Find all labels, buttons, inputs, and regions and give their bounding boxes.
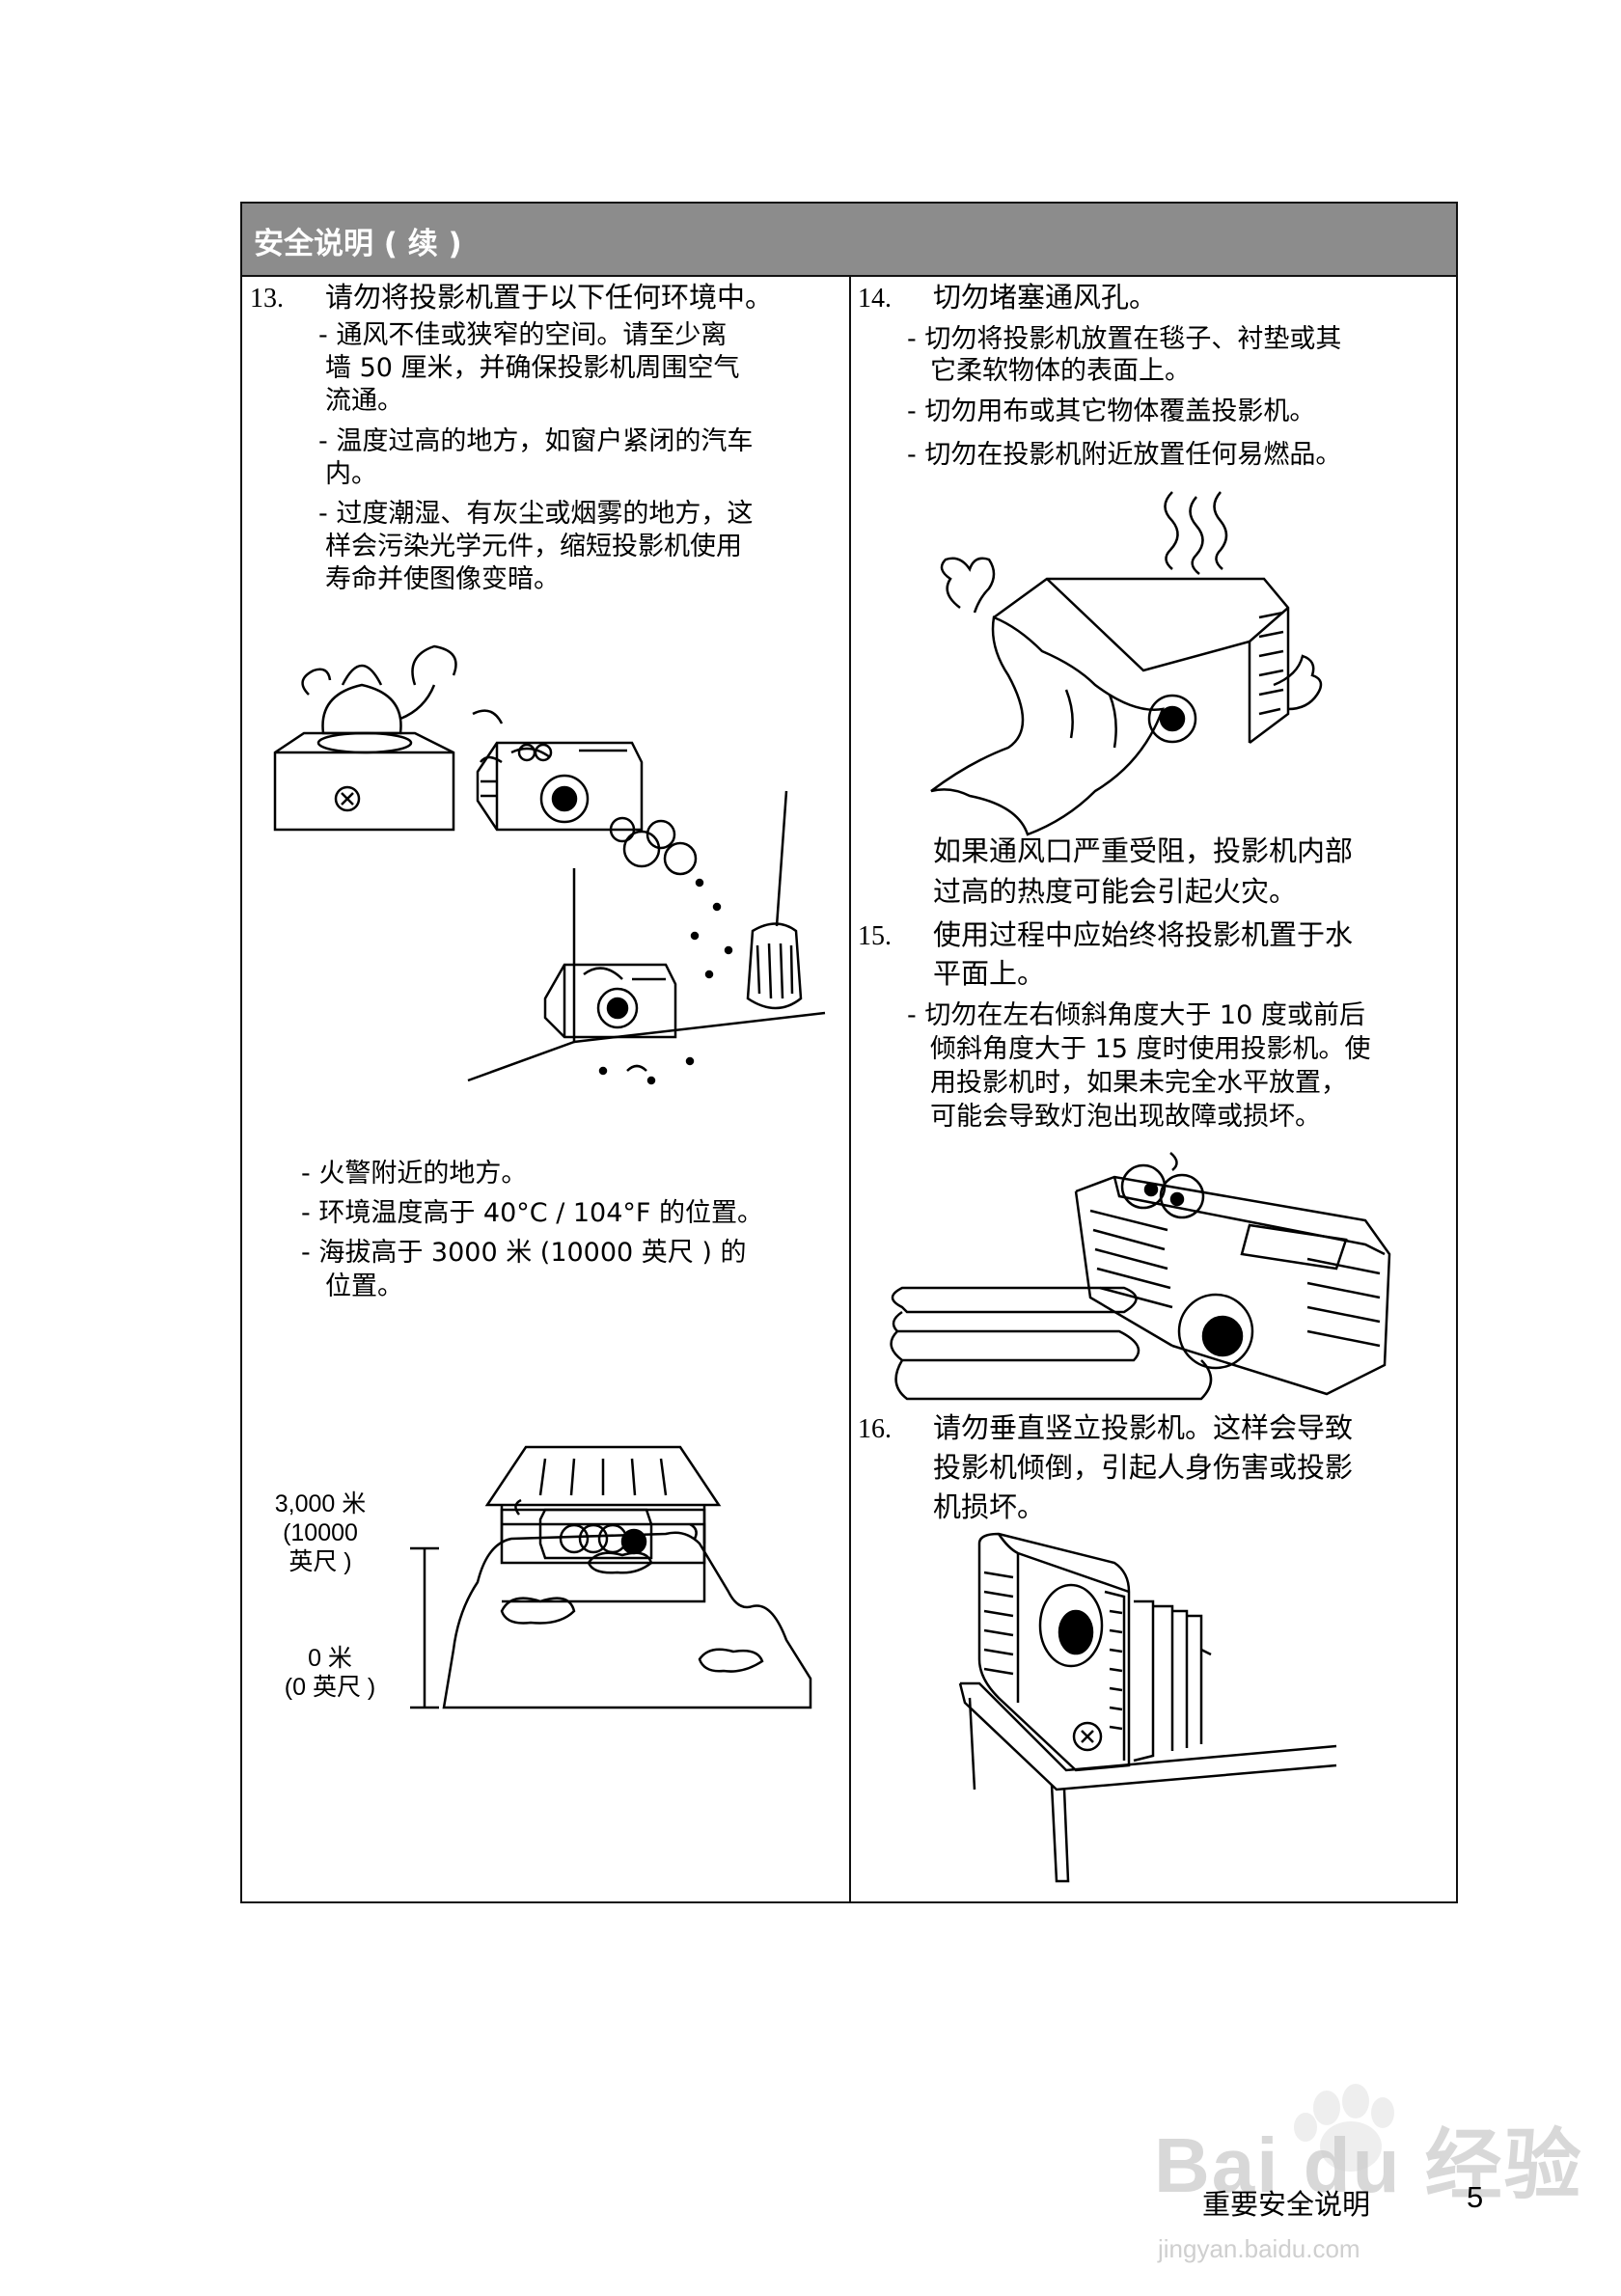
item-14-bullet-3: - 切勿在投影机附近放置任何易燃品。 <box>907 440 1342 470</box>
item-13-bullet-2-line-2: 内。 <box>325 459 377 489</box>
item-13-bullet-5: - 环境温度高于 40°C / 104°F 的位置。 <box>301 1198 764 1228</box>
vertical-projector-illustration <box>960 1534 1346 1891</box>
covered-projector-illustration <box>931 482 1317 834</box>
item-13-bullet-6-line-1: - 海拔高于 3000 米 (10000 英尺 ) 的 <box>301 1238 747 1268</box>
item-13-bullet-1-line-2: 墙 50 厘米，并确保投影机周围空气 <box>325 353 740 383</box>
item-13-bullet-2-line-1: - 温度过高的地方，如窗户紧闭的汽车 <box>318 426 754 456</box>
item-13-bullet-4: - 火警附近的地方。 <box>301 1159 528 1189</box>
item-14-bullet-1-line-1: - 切勿将投影机放置在毯子、衬垫或其 <box>907 324 1342 354</box>
item-15-bullet-line-3: 用投影机时，如果未完全水平放置， <box>930 1068 1347 1098</box>
item-16-title-line-2: 投影机倾倒，引起人身伤害或投影 <box>933 1451 1354 1484</box>
item-14-bullet-2: - 切勿用布或其它物体覆盖投影机。 <box>907 396 1316 426</box>
item-14-title: 切勿堵塞通风孔。 <box>933 281 1158 314</box>
altitude-low-label-line-2: (0 英尺 ) <box>284 1674 376 1701</box>
item-14-number: 14. <box>858 284 892 314</box>
item-14-bullet-1-line-2: 它柔软物体的表面上。 <box>930 356 1191 386</box>
item-13-bullet-3-line-3: 寿命并使图像变暗。 <box>325 564 560 594</box>
altitude-high-label-line-1: 3,000 米 <box>274 1490 367 1517</box>
item-13-bullet-3-line-2: 样会污染光学元件，缩短投影机使用 <box>325 532 742 561</box>
item-13-bullet-1-line-3: 流通。 <box>325 386 403 416</box>
baidu-watermark: Bai du 经验 <box>1154 2122 1583 2208</box>
item-16-title-line-3: 机损坏。 <box>933 1490 1046 1523</box>
item-13-bullet-3-line-1: - 过度潮湿、有灰尘或烟雾的地方，这 <box>318 499 754 529</box>
item-13-bullet-1-line-1: - 通风不佳或狭窄的空间。请至少离 <box>318 320 728 350</box>
paw-logo-icon <box>1294 2084 1394 2172</box>
item-15-bullet-line-1: - 切勿在左右倾斜角度大于 10 度或前后 <box>907 1000 1365 1030</box>
altitude-mountain-illustration <box>405 1370 820 1717</box>
altitude-high-label-line-2: (10000 <box>283 1519 358 1546</box>
item-13-number: 13. <box>250 284 284 314</box>
item-16-title-line-1: 请勿垂直竖立投影机。这样会导致 <box>933 1411 1354 1444</box>
watermark-url: jingyan.baidu.com <box>1158 2234 1360 2263</box>
tilted-projector-illustration <box>883 1153 1404 1408</box>
item-16-number: 16. <box>858 1414 892 1444</box>
footer-section-title: 重要安全说明 <box>1202 2188 1371 2221</box>
section-title: 安全说明 ( 续 ) <box>254 227 462 261</box>
section-header: 安全说明 ( 续 ) <box>242 204 1456 277</box>
dusty-room-illustration <box>458 791 835 1119</box>
column-divider <box>849 277 851 1903</box>
altitude-low-label-line-1: 0 米 <box>308 1645 352 1672</box>
item-13-bullet-6-line-2: 位置。 <box>325 1271 403 1301</box>
item-13-title: 请勿将投影机置于以下任何环境中。 <box>325 281 774 314</box>
item-14-note-line-2: 过高的热度可能会引起火灾。 <box>933 875 1298 908</box>
item-15-title-line-2: 平面上。 <box>933 957 1046 990</box>
altitude-high-label-line-3: 英尺 ) <box>288 1548 352 1575</box>
item-15-bullet-line-4: 可能会导致灯泡出现故障或损坏。 <box>930 1102 1321 1132</box>
safety-instructions-box: 安全说明 ( 续 ) <box>240 202 1458 1903</box>
item-15-title-line-1: 使用过程中应始终将投影机置于水 <box>933 918 1354 951</box>
item-14-note-line-1: 如果通风口严重受阻，投影机内部 <box>933 834 1354 867</box>
kettle-heat-illustration <box>270 627 656 859</box>
page-number: 5 <box>1467 2180 1484 2214</box>
item-15-number: 15. <box>858 921 892 951</box>
item-15-bullet-line-2: 倾斜角度大于 15 度时使用投影机。使 <box>930 1034 1371 1064</box>
